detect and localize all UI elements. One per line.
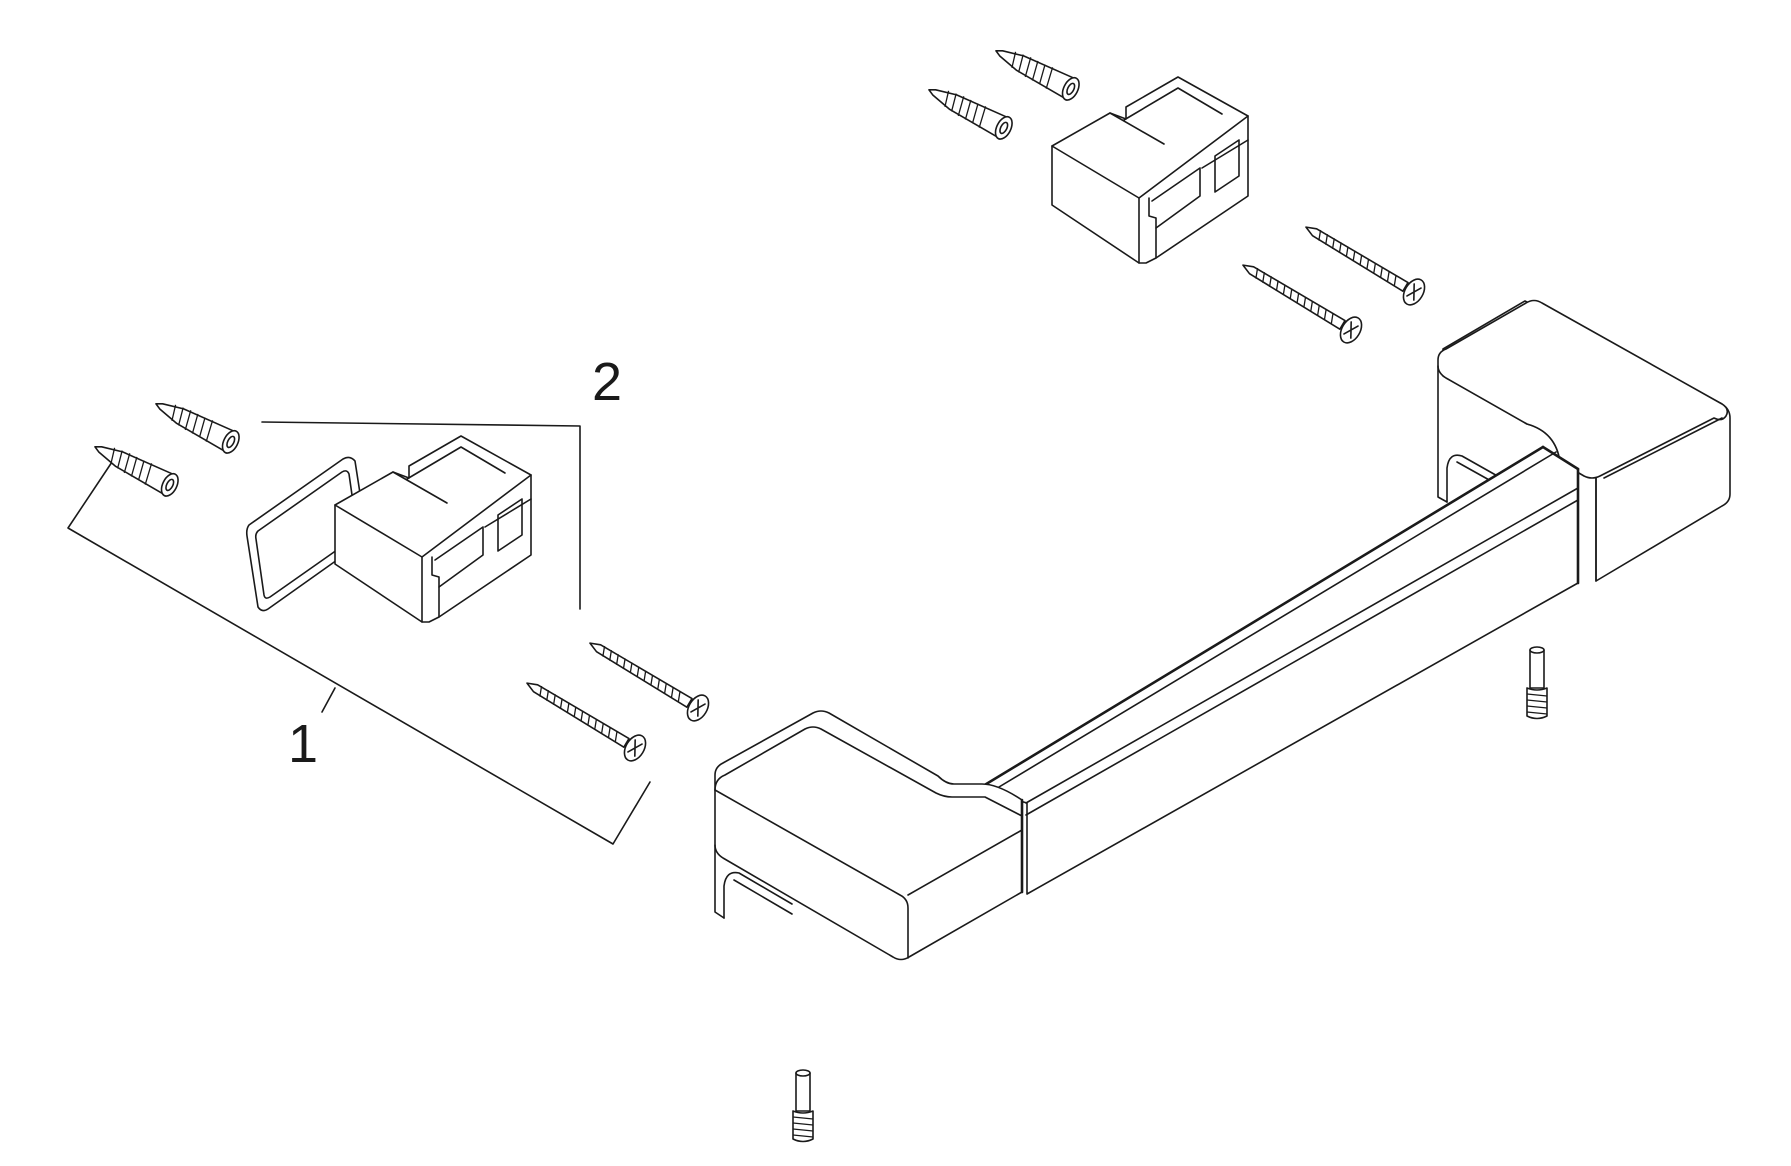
wall-plug-right-lower: [928, 88, 1013, 140]
set-screw-right: [1526, 646, 1548, 720]
mounting-block-left: [334, 435, 532, 623]
grab-bar-end-cap-left: [714, 710, 1024, 961]
mounting-block-right: [1051, 76, 1249, 264]
wall-plug-left-upper: [155, 402, 240, 454]
wood-screw-right-upper: [1305, 226, 1426, 306]
wall-plug-left-lower: [94, 445, 179, 497]
set-screw-left: [792, 1069, 814, 1143]
wood-screw-right-lower: [1242, 264, 1363, 344]
grab-bar-rod: [976, 445, 1580, 895]
wood-screw-left-upper: [589, 642, 710, 722]
callout-2-bracket: [261, 421, 581, 610]
callout-1-bracket: [67, 461, 651, 845]
grab-bar-end-cap-right: [1437, 299, 1731, 582]
callout-label-1: 1: [288, 714, 318, 774]
grab-bar: [714, 299, 1731, 961]
callout-label-2: 2: [592, 352, 622, 412]
wall-plug-right-upper: [995, 49, 1080, 101]
wood-screw-left-lower: [526, 682, 647, 762]
